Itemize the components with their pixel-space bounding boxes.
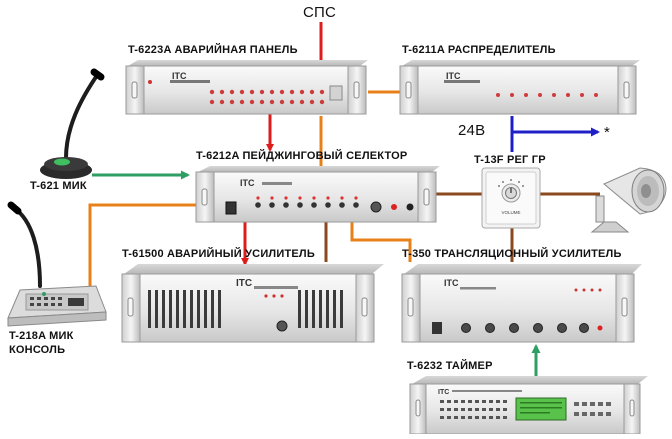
distributor-device: ITC <box>399 60 640 115</box>
timer-device: ITC <box>409 376 648 435</box>
paging-selector-label: T-6212A ПЕЙДЖИНГОВЫЙ СЕЛЕКТОР <box>196 150 408 162</box>
timer-brand-logo: ITC <box>438 389 449 396</box>
selector-zone-buttons <box>255 196 359 208</box>
desktop-microphone <box>40 68 105 179</box>
voltage-label: 24В <box>458 122 486 139</box>
selector-brand-logo: ITC <box>240 178 255 188</box>
wire-selector-to-broadcast-amp <box>350 222 412 262</box>
timer-label: T-6232 ТАЙМЕР <box>407 360 493 372</box>
sps-label: СПС <box>303 4 337 21</box>
horn-speaker <box>590 167 667 233</box>
emergency-amp-knob <box>276 320 288 332</box>
volume-regulator-device: VOLUME <box>481 167 541 229</box>
emergency-amp-vent-left <box>148 290 221 328</box>
distributor-label: T-6211A РАСПРЕДЕЛИТЕЛЬ <box>402 44 556 56</box>
paging-selector-device: ITC <box>195 166 440 223</box>
timer-lcd-display <box>515 397 567 421</box>
emergency-amp-vent-right <box>298 290 343 328</box>
timer-button-grid <box>440 400 507 419</box>
emergency-panel-device: ITC <box>125 60 368 115</box>
microphone-console <box>7 201 107 327</box>
volume-control-label: T-13F РЕГ ГР <box>474 154 546 166</box>
broadcast-amp-brand-logo: ITC <box>444 278 459 288</box>
emergency-amplifier-device: ITC <box>121 264 384 343</box>
emergency-amp-label: T-61500 АВАРИЙНЫЙ УСИЛИТЕЛЬ <box>122 248 315 260</box>
wire-console-to-selector <box>88 203 196 295</box>
mic-label: T-621 МИК <box>30 180 87 192</box>
regulator-knob-label: VOLUME <box>501 210 520 215</box>
console-label-line1: T-218A МИК <box>9 330 74 342</box>
broadcast-amp-label: T-350 ТРАНСЛЯЦИОННЫЙ УСИЛИТЕЛЬ <box>402 248 622 260</box>
broadcast-amp-knobs <box>461 323 589 333</box>
distributor-brand-logo: ITC <box>446 71 461 81</box>
console-label-line2: КОНСОЛЬ <box>9 344 66 356</box>
panel-indicator-rows <box>209 89 325 105</box>
star-label: * <box>604 124 611 141</box>
distributor-indicators <box>496 93 598 97</box>
connections <box>88 22 600 384</box>
broadcast-amplifier-device: ITC <box>401 264 642 343</box>
selector-volume-knob <box>370 201 382 213</box>
panel-brand-logo: ITC <box>172 71 187 81</box>
emergency-amp-brand-logo: ITC <box>236 278 252 289</box>
panel-label: T-6223A АВАРИЙНАЯ ПАНЕЛЬ <box>128 44 298 56</box>
